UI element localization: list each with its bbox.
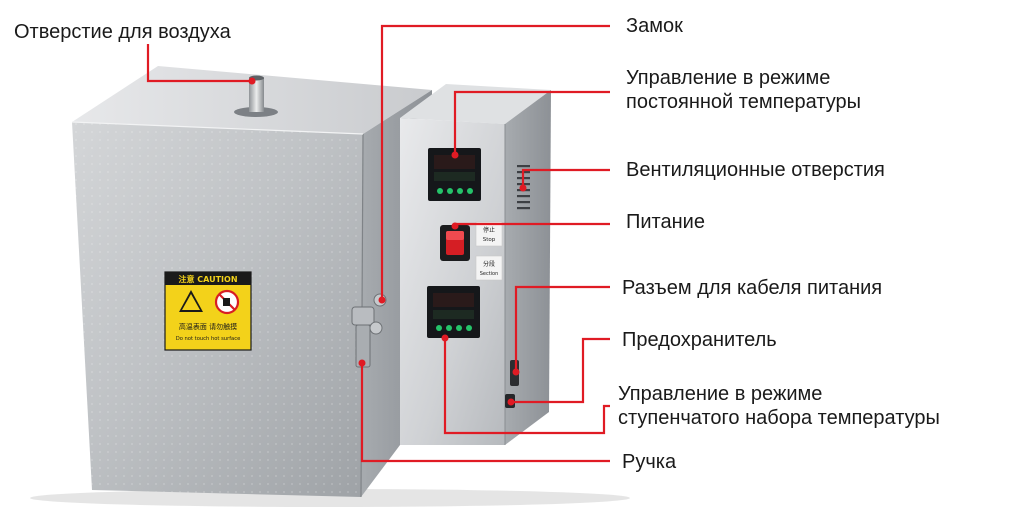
step-temp-controller[interactable] [427, 286, 480, 338]
callout-line-fuse [511, 337, 610, 404]
label-step-temp-line1: Управление в режиме [618, 383, 823, 405]
label-ventilation: Вентиляционные отверстия [626, 159, 885, 181]
door-latch[interactable] [351, 293, 387, 368]
power-switch[interactable] [440, 225, 470, 261]
callout-dots [248, 77, 527, 406]
section-sticker [475, 255, 503, 281]
callout-line-step-temp [443, 338, 610, 435]
label-step-temp-line2: ступенчатого набора температуры [618, 407, 940, 429]
label-power-connector: Разъем для кабеля питания [622, 277, 883, 299]
floor-shadow [30, 489, 630, 507]
callout-line-handle [360, 363, 610, 463]
label-constant-temp-line1: Управление в режиме [626, 67, 831, 89]
callout-line-power-connector [514, 285, 610, 372]
caution-cn-text: 高温表面 请勿触摸 [179, 322, 237, 331]
section-cn-text: 分段 [483, 260, 495, 268]
label-power: Питание [626, 211, 705, 233]
panel-top [400, 84, 551, 124]
stop-cn-text: 停止 [483, 226, 495, 234]
panel-side [505, 90, 551, 445]
label-fuse: Предохранитель [622, 329, 777, 351]
constant-temp-controller[interactable] [428, 148, 481, 201]
caution-sticker [164, 271, 252, 351]
caution-en-text: Do not touch hot surface [176, 336, 241, 342]
stop-en-text: Stop [483, 237, 496, 243]
label-lock: Замок [626, 15, 683, 37]
callout-line-lock [380, 24, 610, 300]
label-air-vent: Отверстие для воздуха [14, 21, 231, 43]
air-vent-pipe [249, 78, 264, 112]
callout-line-air-vent [146, 44, 252, 83]
stop-sticker [475, 221, 503, 247]
label-constant-temp-line2: постоянной температуры [626, 91, 862, 113]
callout-line-ventilation [521, 168, 610, 188]
label-handle: Ручка [622, 451, 677, 473]
oven-side [361, 90, 432, 497]
caution-header-text: 注意 CAUTION [178, 274, 237, 284]
section-en-text: Section [480, 271, 499, 277]
callout-line-constant-temp [453, 90, 610, 155]
